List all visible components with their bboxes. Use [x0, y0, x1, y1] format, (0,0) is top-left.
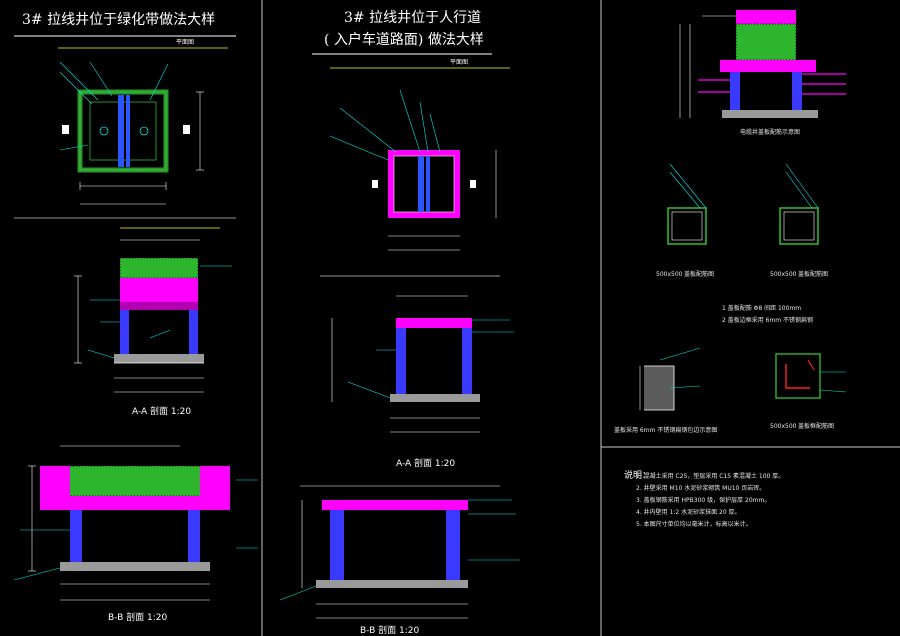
lid-left-label: 盖板配筋图 — [684, 270, 714, 278]
sheet-frame — [261, 0, 900, 636]
left-panel: 3# 拉线井位于绿化带做法大样 平面图 — [13, 12, 258, 623]
notes-heading: 说明： — [624, 469, 651, 481]
left-bb-caption: B-B 剖面 1:20 — [108, 611, 167, 623]
right-top-detail: 电缆井盖板配筋示意图 — [679, 10, 846, 136]
middle-section-bb: B-B 剖面 1:20 — [279, 485, 520, 636]
frame-size: 500x500 — [770, 423, 797, 430]
middle-panel: 3# 拉线井位于人行道 ( 入户车道路面) 做法大样 平面图 — [279, 10, 520, 636]
left-section-bb: B-B 剖面 1:20 — [13, 445, 258, 623]
rebar-note-2: 2 盖板边框采用 6mm 不锈钢扁钢 — [722, 316, 813, 324]
middle-aa-caption: A-A 剖面 1:20 — [396, 457, 455, 469]
middle-plan-caption: 平面图 — [450, 59, 468, 66]
left-plan-view: 平面图 — [58, 39, 228, 205]
lid-rebar-left: 500x500 盖板配筋图 — [656, 163, 714, 278]
middle-plan-view: 平面图 — [329, 59, 510, 251]
edge-detail: 盖板采用 6mm 不锈钢扁钢包边示意图 — [614, 347, 717, 434]
left-title: 3# 拉线井位于绿化带做法大样 — [22, 12, 215, 28]
left-aa-caption: A-A 剖面 1:20 — [132, 405, 191, 417]
lid-right-label: 盖板配筋图 — [798, 270, 828, 278]
note-item-2: 2. 井壁采用 M10 水泥砂浆砌筑 MU10 页岩砖。 — [636, 484, 765, 492]
left-section-aa: A-A 剖面 1:20 — [74, 227, 232, 417]
lid-right-size: 500x500 — [770, 271, 797, 278]
note-item-5: 5. 本图尺寸单位均以毫米计，标高以米计。 — [636, 520, 752, 528]
note-item-1: 1. 混凝土采用 C25，垫层采用 C15 素混凝土 100 厚。 — [636, 472, 784, 480]
lid-left-size: 500x500 — [656, 271, 683, 278]
rebar-notes: 1 盖板配筋 Φ8 间距 100mm 2 盖板边框采用 6mm 不锈钢扁钢 — [722, 304, 813, 324]
middle-title-line1: 3# 拉线井位于人行道 — [344, 10, 481, 26]
left-plan-caption: 平面图 — [176, 39, 194, 46]
note-item-3: 3. 盖板钢筋采用 HPB300 级，保护层厚 20mm。 — [636, 496, 770, 504]
right-panel: 电缆井盖板配筋示意图 500x500 盖板配筋图 500x500 盖板配筋图 — [614, 10, 847, 528]
frame-caption: 盖板框配筋图 — [798, 422, 834, 430]
note-item-4: 4. 井内壁用 1:2 水泥砂浆抹面 20 厚。 — [636, 508, 741, 516]
cover-frame-detail: 500x500 盖板框配筋图 — [770, 353, 847, 430]
middle-title-line2: ( 入户车道路面) 做法大样 — [324, 31, 484, 48]
edge-detail-caption: 盖板采用 6mm 不锈钢扁钢包边示意图 — [614, 426, 717, 434]
lid-rebar-right: 500x500 盖板配筋图 — [770, 163, 828, 278]
right-top-caption: 电缆井盖板配筋示意图 — [740, 128, 800, 136]
rebar-note-1: 1 盖板配筋 Φ8 间距 100mm — [722, 304, 801, 312]
middle-section-aa: A-A 剖面 1:20 — [331, 295, 514, 469]
general-notes: 说明： 1. 混凝土采用 C25，垫层采用 C15 素混凝土 100 厚。 2.… — [624, 469, 784, 528]
middle-bb-caption: B-B 剖面 1:20 — [360, 624, 419, 636]
